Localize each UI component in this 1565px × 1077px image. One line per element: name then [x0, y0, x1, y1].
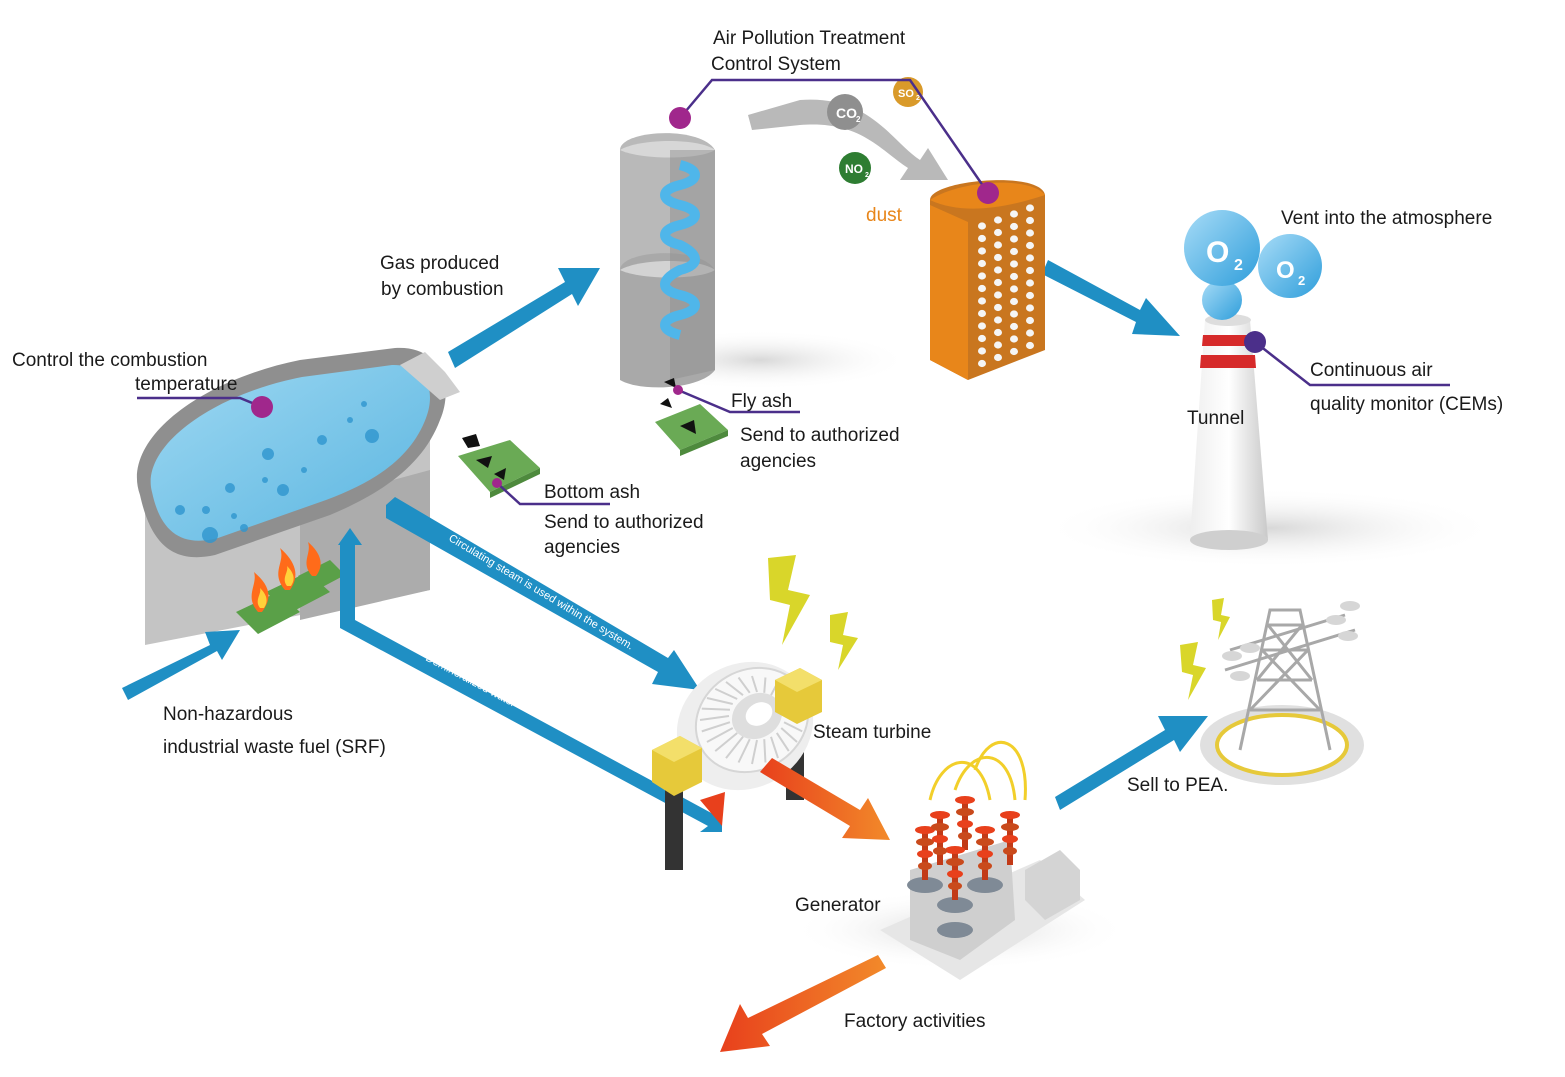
bottom-ash-send-line1: Send to authorized — [544, 512, 704, 533]
air-pollution-label-line2: Control System — [711, 54, 841, 75]
generator — [880, 740, 1085, 980]
svg-text:SO: SO — [898, 88, 914, 100]
fly-ash-label: Fly ash — [731, 391, 793, 412]
svg-text:CO: CO — [836, 105, 857, 121]
co2-molecule: CO 2 — [827, 94, 863, 130]
dust-filter — [930, 180, 1045, 380]
gas-label-line2: by combustion — [381, 279, 504, 300]
fly-ash-send-line2: agencies — [740, 451, 817, 472]
ash-tray — [458, 378, 728, 498]
blue-arrow — [122, 260, 1208, 832]
fuel-label-line2: industrial waste fuel (SRF) — [163, 737, 386, 758]
factory-label: Factory activities — [844, 1011, 986, 1032]
control-temp-label-line2: temperature — [135, 374, 238, 395]
gas-label-line1: Gas produced — [380, 253, 500, 274]
bottom-ash-label: Bottom ash — [544, 482, 641, 503]
fire-icon — [236, 542, 345, 634]
no2-molecule: NO 2 — [839, 152, 871, 184]
steam-turbine-label: Steam turbine — [813, 722, 932, 743]
scrubber — [620, 133, 715, 388]
tunnel-label: Tunnel — [1187, 408, 1245, 429]
vent-label: Vent into the atmosphere — [1281, 208, 1493, 229]
svg-text:2: 2 — [865, 172, 869, 179]
so2-molecule: SO 2 — [893, 77, 923, 107]
sell-pea-label: Sell to PEA. — [1127, 775, 1229, 796]
pollutant-flow-arrow — [748, 99, 948, 180]
boiler — [136, 347, 460, 645]
o2-molecule: O 2 O 2 — [1184, 210, 1322, 320]
svg-text:O: O — [1276, 257, 1295, 284]
transmission-tower — [1200, 601, 1364, 785]
air-pollution-label-line1: Air Pollution Treatment — [713, 28, 906, 49]
cems-label-line1: Continuous air — [1310, 360, 1433, 381]
svg-text:2: 2 — [1298, 273, 1305, 288]
bottom-ash-send-line2: agencies — [544, 537, 621, 558]
svg-text:NO: NO — [845, 162, 863, 176]
control-temp-label-line1: Control the combustion — [12, 350, 208, 371]
cems-marker — [1244, 331, 1266, 353]
lightning-icon — [768, 555, 1230, 700]
svg-text:2: 2 — [856, 115, 861, 124]
svg-text:2: 2 — [1234, 257, 1243, 274]
red-arrow — [720, 758, 890, 1052]
fly-ash-send-line1: Send to authorized — [740, 425, 900, 446]
steam-turbine — [652, 661, 822, 870]
demineralized-water-text: Demineralized water — [424, 652, 518, 710]
generator-label: Generator — [795, 895, 881, 916]
dust-label: dust — [866, 205, 902, 226]
svg-text:O: O — [1206, 236, 1229, 269]
marker-dots — [251, 107, 999, 488]
fuel-label-line1: Non-hazardous — [163, 704, 293, 725]
svg-text:2: 2 — [916, 95, 920, 102]
cems-label-line2: quality monitor (CEMs) — [1310, 394, 1504, 415]
